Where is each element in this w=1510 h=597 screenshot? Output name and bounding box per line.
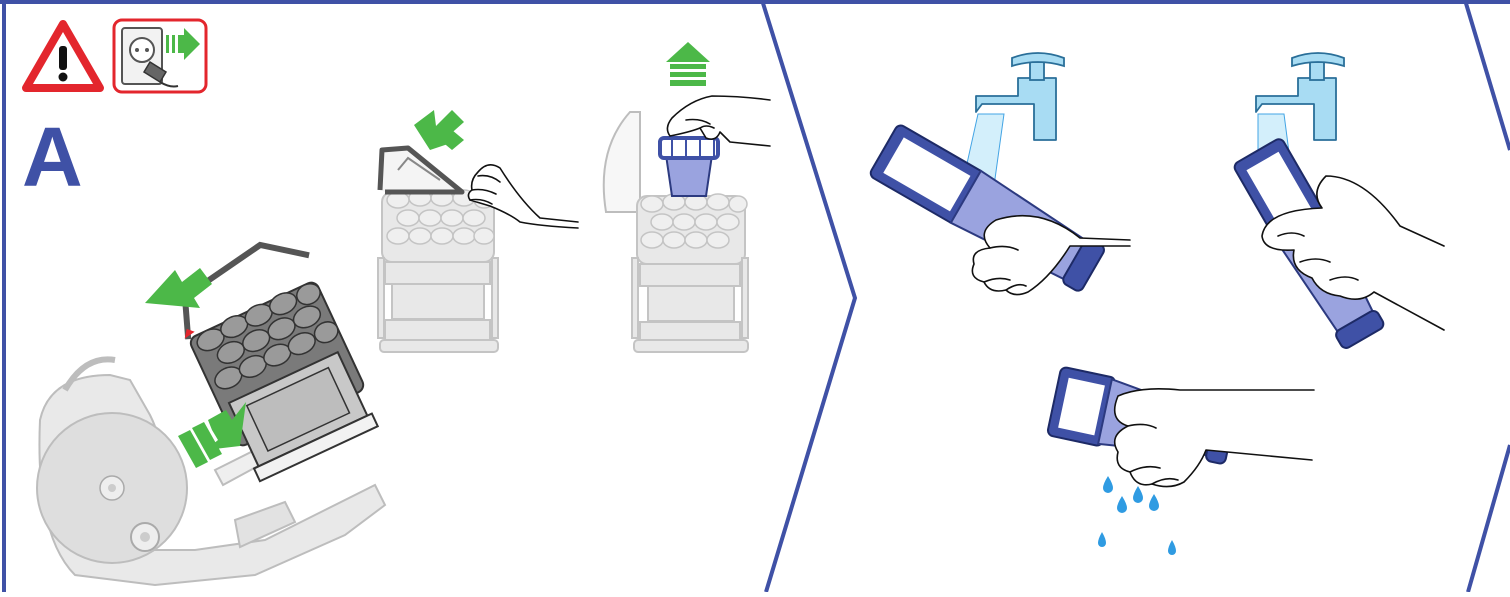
step-letter-label: A [22,112,83,202]
hand-holding-filter-3 [1115,389,1314,487]
green-arrow-up-left-icon [414,110,464,150]
cyclone-filter-removal [604,112,748,352]
unplug-from-socket-icon [114,20,206,92]
panel-divider-chevron-2-bottom [1468,445,1510,592]
hand-holding-filter-1 [972,216,1130,295]
panel-divider-chevron-1 [762,0,855,592]
green-arrow-up-icon [666,42,710,86]
warning-triangle-icon [26,24,100,88]
green-arrow-down-left-icon [145,268,212,308]
water-drops [1098,476,1176,555]
panel-divider-chevron-2-top [1465,0,1510,150]
